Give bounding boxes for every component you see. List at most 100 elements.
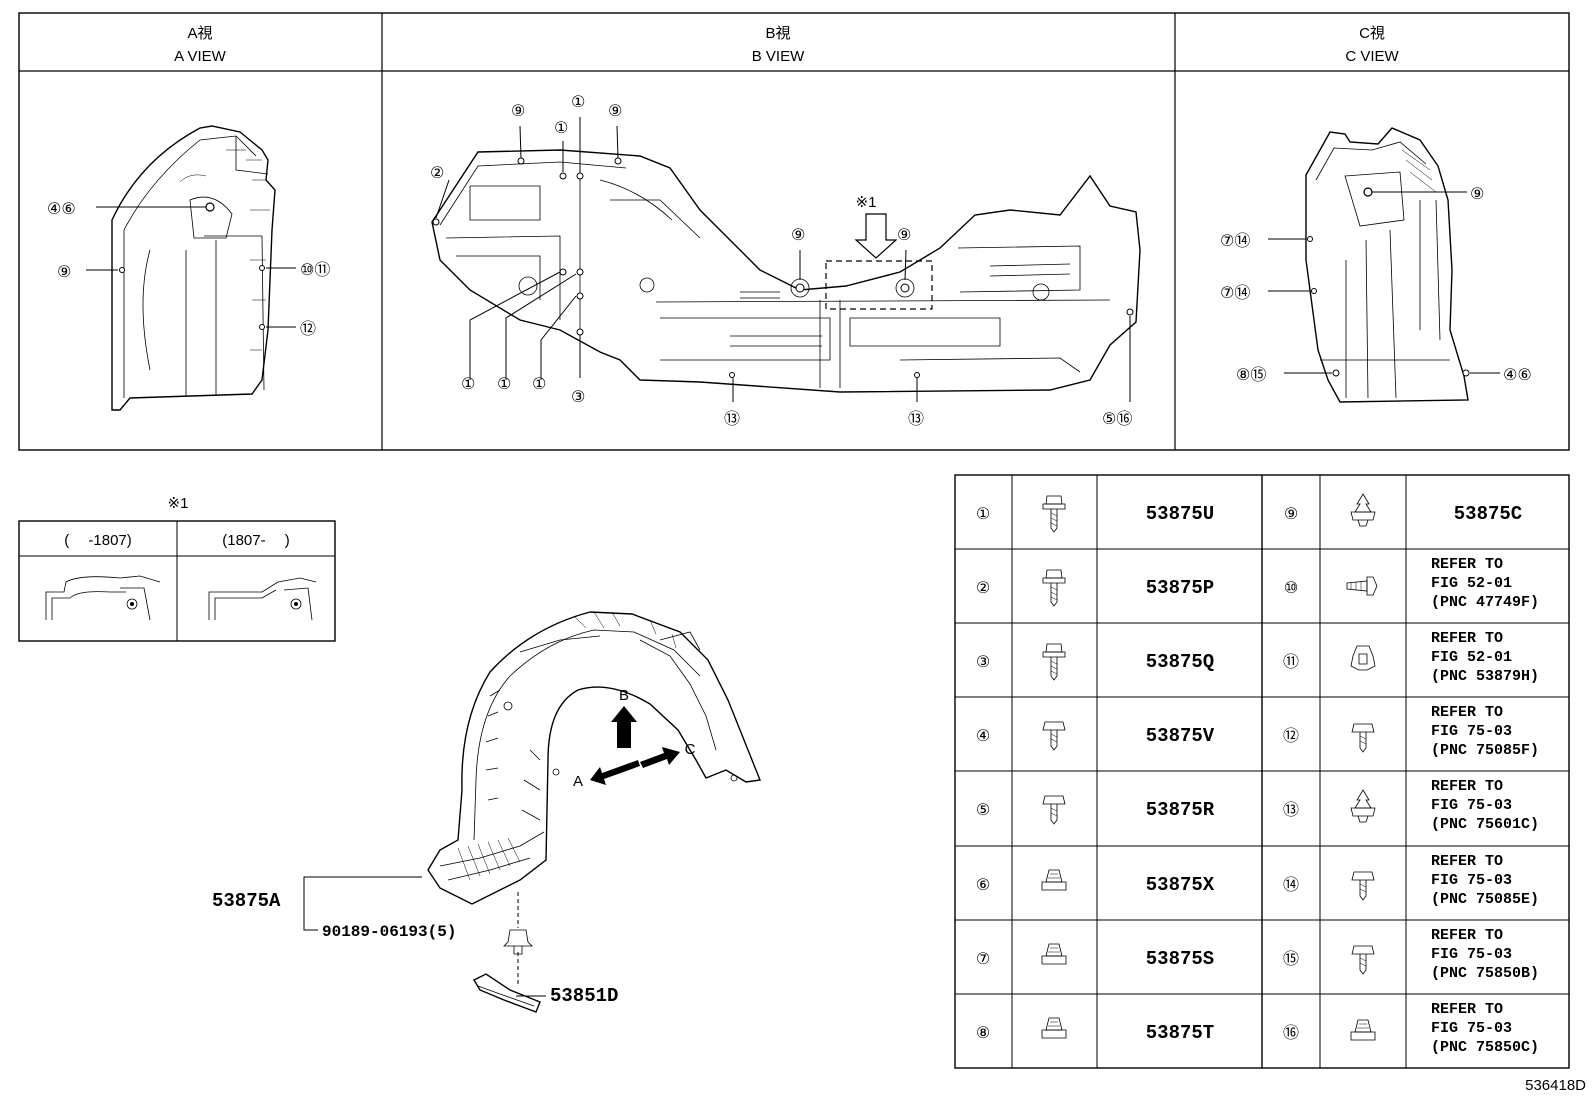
callout-b-2: ② <box>430 163 444 182</box>
legend-ref2-13: FIG 75-03 <box>1431 797 1512 814</box>
legend-num-12: ⑫ <box>1283 726 1299 745</box>
callout-b-1-lower-a: ① <box>461 374 475 393</box>
arrow-a-label: A <box>573 773 583 790</box>
screw-icon <box>1351 871 1375 901</box>
nut-icon <box>1041 943 1067 965</box>
legend-code-8: 53875T <box>1146 1022 1214 1044</box>
screw-icon <box>1351 723 1375 753</box>
legend-num-13: ⑬ <box>1283 800 1299 819</box>
grommet-icon <box>1346 576 1378 596</box>
note-mark: ※1 <box>168 495 189 512</box>
legend-ref1-12: REFER TO <box>1431 704 1503 721</box>
legend-icons <box>1041 493 1378 1041</box>
legend-num-14: ⑭ <box>1283 875 1299 894</box>
view-b-drawing <box>431 117 1141 402</box>
part-90189-label: 90189-06193(5) <box>322 923 456 941</box>
legend-ref1-15: REFER TO <box>1431 927 1503 944</box>
legend-ref3-11: (PNC 53879H) <box>1431 668 1539 685</box>
legend-num-3: ③ <box>976 652 990 671</box>
bolt-icon <box>1042 495 1066 533</box>
callout-c-7-14-lower: ⑦⑭ <box>1220 283 1250 302</box>
legend-ref1-16: REFER TO <box>1431 1001 1503 1018</box>
legend-ref2-10: FIG 52-01 <box>1431 575 1512 592</box>
callout-a-10-11: ⑩⑪ <box>300 260 330 279</box>
nut-icon <box>1041 869 1067 891</box>
legend-num-5: ⑤ <box>976 800 990 819</box>
bolt-icon <box>1042 569 1066 607</box>
legend-code-4: 53875V <box>1146 725 1215 747</box>
legend-ref2-14: FIG 75-03 <box>1431 872 1512 889</box>
legend-ref3-15: (PNC 75850B) <box>1431 965 1539 982</box>
callout-c-8-15: ⑧⑮ <box>1236 365 1266 384</box>
screw-icon <box>1351 945 1375 975</box>
view-b-title-jp: B視 <box>765 25 790 42</box>
callout-b-1-lower-c: ① <box>532 374 546 393</box>
legend-num-2: ② <box>976 578 990 597</box>
legend-ref2-15: FIG 75-03 <box>1431 946 1512 963</box>
legend-ref3-10: (PNC 47749F) <box>1431 594 1539 611</box>
part-53875a-label: 53875A <box>212 890 281 912</box>
callout-b-5-16: ⑤⑯ <box>1102 409 1132 428</box>
views-frame <box>18 12 1570 451</box>
callout-b-9-detail: ⑨ <box>897 225 911 244</box>
legend-num-8: ⑧ <box>976 1023 990 1042</box>
callout-b-1-upper: ① <box>554 118 568 137</box>
legend-ref2-11: FIG 52-01 <box>1431 649 1512 666</box>
callout-c-4-6: ④⑥ <box>1503 365 1532 384</box>
legend-table <box>954 474 1570 1069</box>
legend-ref3-14: (PNC 75085E) <box>1431 891 1539 908</box>
callout-b-9-top-left: ⑨ <box>511 101 525 120</box>
legend-code-1: 53875U <box>1146 503 1214 525</box>
legend-num-11: ⑪ <box>1283 652 1299 671</box>
clip-icon <box>1350 789 1376 823</box>
callout-b-9-top-right: ⑨ <box>608 101 622 120</box>
part-53851d-label: 53851D <box>550 985 618 1007</box>
legend-code-3: 53875Q <box>1146 651 1214 673</box>
legend-num-10: ⑩ <box>1284 578 1298 597</box>
callout-b-13-left: ⑬ <box>724 409 740 428</box>
note-col-right: (1807- ) <box>222 532 290 549</box>
callout-b-3: ③ <box>571 387 585 406</box>
view-a-drawing <box>86 125 296 411</box>
view-b-title-en: B VIEW <box>752 48 805 65</box>
callout-a-4-6: ④⑥ <box>47 199 76 218</box>
legend-num-16: ⑯ <box>1283 1023 1299 1042</box>
direction-arrows <box>590 706 680 785</box>
legend-num-4: ④ <box>976 726 990 745</box>
legend-code-6: 53875X <box>1146 874 1215 896</box>
legend-code-2: 53875P <box>1146 577 1214 599</box>
view-c-title-jp: C視 <box>1359 25 1385 42</box>
nut-icon <box>1041 1017 1067 1039</box>
clip-icon <box>1350 493 1376 527</box>
detail-mark-b: ※1 <box>856 194 877 211</box>
legend-code-9: 53875C <box>1454 503 1522 525</box>
arrow-c-icon <box>640 747 680 768</box>
legend-ref1-13: REFER TO <box>1431 778 1503 795</box>
fender-liner-drawing <box>303 611 761 1013</box>
arrow-b-label: B <box>619 687 629 704</box>
legend-ref2-12: FIG 75-03 <box>1431 723 1512 740</box>
legend-num-1: ① <box>976 504 990 523</box>
legend-code-5: 53875R <box>1146 799 1215 821</box>
legend-ref1-10: REFER TO <box>1431 556 1503 573</box>
callout-c-7-14-upper: ⑦⑭ <box>1220 231 1250 250</box>
view-a-title-jp: A視 <box>187 25 212 42</box>
arrow-a-icon <box>590 760 640 785</box>
retainer-icon <box>1350 645 1376 671</box>
view-c-title-en: C VIEW <box>1345 48 1399 65</box>
figure-id: 536418D <box>1525 1077 1586 1094</box>
note-col-left: ( -1807) <box>64 532 132 549</box>
nut-icon <box>1350 1019 1376 1041</box>
legend-ref3-13: (PNC 75601C) <box>1431 816 1539 833</box>
screw-icon <box>1042 795 1066 825</box>
legend-ref3-12: (PNC 75085F) <box>1431 742 1539 759</box>
callout-a-12: ⑫ <box>300 319 316 338</box>
callout-c-9: ⑨ <box>1470 184 1484 203</box>
arrow-b-icon <box>611 706 637 748</box>
arrow-c-label: C <box>685 741 696 758</box>
legend-num-15: ⑮ <box>1283 949 1299 968</box>
legend-ref1-11: REFER TO <box>1431 630 1503 647</box>
legend-code-7: 53875S <box>1146 948 1214 970</box>
legend-ref3-16: (PNC 75850C) <box>1431 1039 1539 1056</box>
